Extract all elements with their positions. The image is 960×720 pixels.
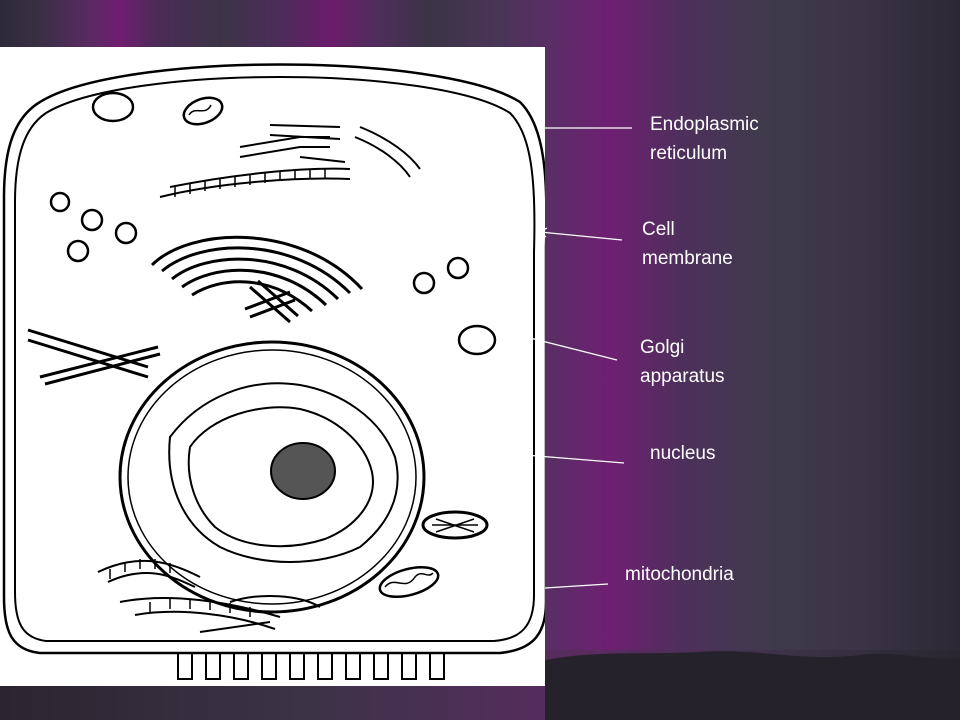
label-nucleus: nucleus	[650, 439, 716, 468]
label-membrane-line2: membrane	[642, 248, 733, 269]
golgi-stack	[150, 235, 364, 313]
label-er-line2: reticulum	[650, 143, 728, 164]
label-golgi-line2: apparatus	[640, 366, 725, 387]
leader-mitochondria	[544, 583, 609, 589]
leader-golgi	[529, 337, 618, 361]
label-mitochondria: mitochondria	[625, 560, 734, 589]
microvilli	[177, 653, 445, 680]
cell-membrane-inner	[14, 76, 536, 642]
leader-nucleus	[524, 454, 625, 464]
label-golgi-apparatus: Golgi apparatus	[640, 333, 725, 391]
leader-membrane	[539, 231, 623, 241]
label-nucleus-text: nucleus	[650, 443, 716, 464]
label-er-line1: Endoplasmic	[650, 114, 759, 135]
animal-cell-drawing	[2, 63, 548, 680]
label-cell-membrane: Cell membrane	[642, 215, 733, 273]
label-endoplasmic-reticulum: Endoplasmic reticulum	[650, 110, 759, 168]
nuclear-envelope	[118, 340, 426, 614]
nucleolus	[270, 442, 336, 500]
label-golgi-line1: Golgi	[640, 337, 685, 358]
cell-diagram-panel	[0, 47, 548, 686]
label-membrane-line1: Cell	[642, 219, 675, 240]
label-mitochondria-text: mitochondria	[625, 564, 734, 585]
chromatin	[168, 382, 399, 563]
